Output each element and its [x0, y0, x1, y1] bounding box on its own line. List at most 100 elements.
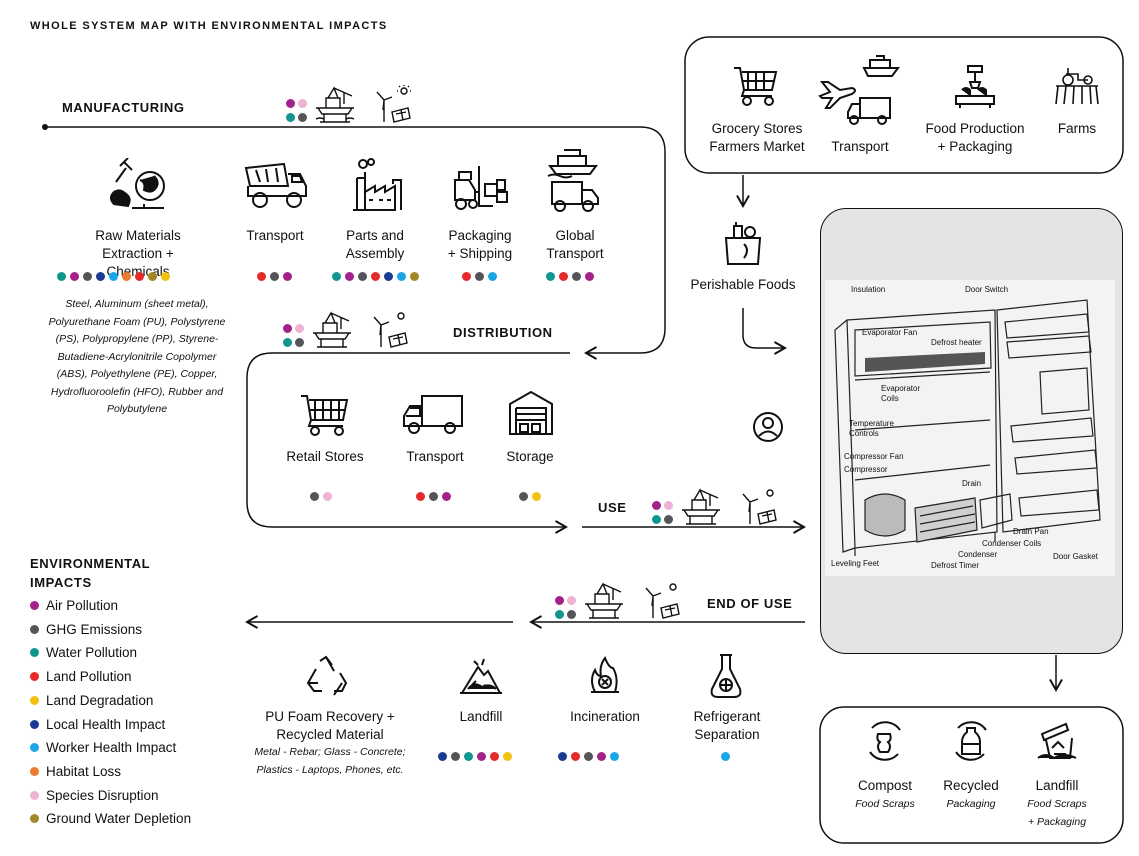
- fridge-label-evaporator-coils: Evaporator Coils: [881, 384, 921, 403]
- legend-item: Land Degradation: [30, 693, 153, 708]
- landfill-icon: [460, 658, 502, 694]
- label-packaging-shipping: Packaging + Shipping: [447, 228, 513, 261]
- materials-note: Steel, Aluminum (sheet metal), Polyureth…: [48, 298, 226, 415]
- legend-swatch: [30, 624, 39, 634]
- fridge-label-defrost-heater: Defrost heater: [931, 338, 982, 347]
- fridge-label-compressor-fan: Compressor Fan: [844, 452, 904, 461]
- landfill-food-sub: Food Scraps + Packaging: [1027, 798, 1087, 828]
- label-perishable: Perishable Foods: [690, 277, 796, 292]
- label-food-production: Food Production + Packaging: [925, 121, 1025, 154]
- cart-icon: [301, 395, 349, 436]
- wind-solar-icon: [373, 312, 408, 348]
- oil-rig-icon: [585, 582, 623, 619]
- fridge-label-drain-pan: Drain Pan: [1013, 527, 1049, 536]
- label-retail-stores: Retail Stores: [286, 449, 364, 464]
- label-landfill-eou: Landfill: [459, 709, 503, 724]
- wind-solar-icon: [645, 583, 680, 619]
- fridge-label-compressor: Compressor: [844, 465, 888, 474]
- user-icon: [753, 412, 783, 442]
- impact-dots-incineration: [558, 752, 619, 761]
- recycled-sub: Packaging: [946, 798, 996, 810]
- legend-heading: ENVIRONMENTAL IMPACTS: [30, 556, 151, 590]
- oil-rig-icon: [313, 311, 351, 348]
- label-landfill-food: Landfill: [1035, 778, 1079, 793]
- legend-item: Land Pollution: [30, 669, 132, 684]
- section-manufacturing: MANUFACTURING: [62, 100, 185, 115]
- factory-icon: [353, 158, 402, 211]
- oil-rig-icon: [315, 86, 355, 123]
- delivery-truck-icon: [403, 395, 463, 434]
- legend-label: Ground Water Depletion: [46, 811, 192, 827]
- impact-dots-landfill-eou: [438, 752, 512, 761]
- label-compost: Compost: [857, 778, 913, 793]
- legend-swatch: [30, 601, 39, 610]
- section-use: USE: [598, 500, 627, 515]
- refrigerator-diagram: [825, 280, 1115, 576]
- label-pu-foam: PU Foam Recovery + Recycled Material: [265, 709, 395, 742]
- fridge-label-drain: Drain: [962, 479, 982, 488]
- fridge-label-temperature-controls: Temperature Controls: [849, 419, 894, 438]
- fire-icon: [591, 656, 619, 693]
- impact-dots-packaging: [462, 272, 497, 281]
- wind-solar-icon: [376, 85, 411, 123]
- legend-swatch: [30, 790, 39, 800]
- impact-dots-parts: [332, 272, 419, 281]
- fridge-label-evaporator-fan: Evaporator Fan: [862, 328, 918, 337]
- impact-dots-refrigerant: [721, 752, 730, 761]
- compost-icon: [869, 721, 901, 761]
- fridge-label-condenser-coils: Condenser Coils: [982, 539, 1042, 548]
- recycle-icon: [306, 655, 348, 696]
- legend-label: Land Pollution: [46, 669, 132, 685]
- fridge-label-insulation: Insulation: [851, 285, 886, 294]
- legend-item: Air Pollution: [30, 598, 118, 613]
- fridge-label-defrost-timer: Defrost Timer: [931, 561, 980, 570]
- wind-solar-icon: [742, 489, 777, 525]
- legend-label: GHG Emissions: [46, 621, 143, 637]
- label-storage: Storage: [506, 449, 554, 464]
- ship-truck-icon: [547, 149, 599, 212]
- label-global-transport: Global Transport: [546, 228, 604, 261]
- section-end-of-use: END OF USE: [707, 596, 793, 611]
- legend-swatch: [30, 672, 39, 682]
- legend-label: Species Disruption: [46, 787, 159, 803]
- legend-item: Water Pollution: [30, 645, 137, 660]
- label-parts-assembly: Parts and Assembly: [345, 228, 405, 261]
- legend-label: Local Health Impact: [46, 716, 166, 732]
- impact-dots-raw: [57, 272, 170, 281]
- section-distribution: DISTRIBUTION: [453, 325, 553, 340]
- legend-label: Worker Health Impact: [46, 740, 177, 756]
- forklift-icon: [454, 166, 508, 210]
- fridge-label-condenser: Condenser: [958, 550, 998, 559]
- legend-swatch: [30, 814, 39, 824]
- legend-swatch: [30, 648, 39, 658]
- fridge-label-leveling-feet: Leveling Feet: [831, 559, 880, 568]
- grocery-bag-icon: [724, 222, 762, 265]
- impact-dots-transport-dist: [416, 492, 451, 501]
- pu-foam-note: Metal - Rebar; Glass - Concrete; Plastic…: [254, 746, 406, 776]
- label-transport-dist: Transport: [406, 449, 464, 464]
- label-incineration: Incineration: [570, 709, 640, 724]
- fridge-label-door-gasket: Door Gasket: [1053, 552, 1098, 561]
- trash-icon: [1037, 722, 1077, 760]
- legend-item: Ground Water Depletion: [30, 811, 191, 826]
- compost-sub: Food Scraps: [855, 798, 915, 810]
- impact-dots-retail: [310, 492, 332, 501]
- tractor-icon: [1055, 68, 1099, 105]
- legend-item: GHG Emissions: [30, 622, 142, 637]
- cart-icon: [734, 67, 778, 106]
- legend-label: Water Pollution: [46, 645, 138, 661]
- mining-icon: [110, 158, 165, 209]
- legend-item: Species Disruption: [30, 788, 159, 803]
- impact-dots-global: [546, 272, 594, 281]
- label-refrigerant: Refrigerant Separation: [693, 709, 761, 742]
- dump-truck-icon: [244, 162, 307, 208]
- legend-swatch: [30, 695, 39, 705]
- warehouse-icon: [509, 390, 553, 435]
- page-title: WHOLE SYSTEM MAP WITH ENVIRONMENTAL IMPA…: [30, 20, 388, 32]
- impact-dots-transport-mfg: [257, 272, 292, 281]
- label-recycled: Recycled: [943, 778, 999, 793]
- impact-dots-storage: [519, 492, 541, 501]
- legend-item: Worker Health Impact: [30, 740, 176, 755]
- legend-item: Local Health Impact: [30, 717, 165, 732]
- legend-label: Land Degradation: [46, 692, 154, 708]
